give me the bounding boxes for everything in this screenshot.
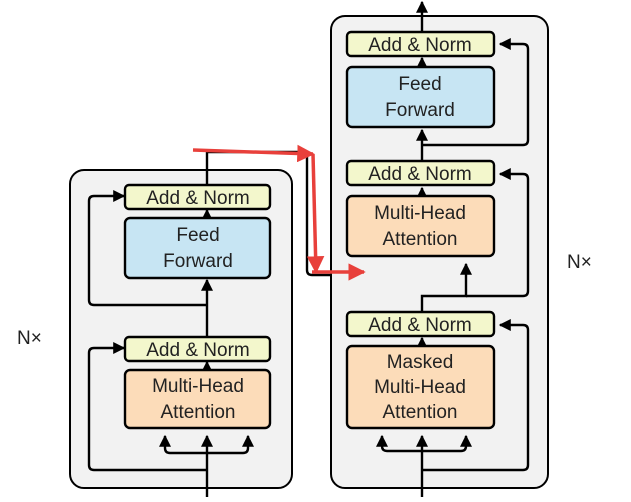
- encoder-add-norm-1-label: Add & Norm: [146, 340, 249, 361]
- decoder-residual-1: [422, 319, 530, 472]
- decoder-masked-line2: Multi-Head: [374, 377, 466, 398]
- encoder-residual-1: [87, 342, 207, 472]
- encoder-residual-2: [87, 190, 207, 307]
- decoder-residual-3: [422, 38, 530, 147]
- decoder-qkv-split: [376, 434, 472, 453]
- decoder-add-norm-1: [345, 310, 496, 338]
- decoder-add-norm-2-label: Add & Norm: [368, 164, 471, 185]
- decoder-add-norm-3-label: Add & Norm: [368, 35, 471, 56]
- decoder-cross-attention-box: [345, 194, 496, 258]
- decoder-cross-line2: Attention: [383, 229, 458, 250]
- decoder-cross-line1: Multi-Head: [374, 203, 466, 224]
- decoder-masked-line3: Attention: [383, 402, 458, 423]
- encoder-add-norm-2: [123, 183, 272, 211]
- highlight-arrow-top: [192, 144, 315, 163]
- encoder-repeat-label: N×: [17, 328, 42, 349]
- decoder-norm-to-cross: [420, 262, 472, 312]
- highlight-arrow-down: [306, 153, 325, 274]
- encoder-qkv-split: [159, 434, 254, 455]
- decoder-repeat-label: N×: [567, 252, 592, 273]
- decoder-add-norm-2: [345, 159, 496, 187]
- decoder-masked-line1: Masked: [387, 352, 454, 373]
- encoder-feed-forward-box: [123, 216, 272, 280]
- decoder-feed-forward-line2: Forward: [385, 100, 455, 121]
- encoder-feed-forward-line2: Forward: [163, 251, 233, 272]
- decoder-masked-attention-box: [345, 344, 496, 430]
- decoder-add-norm-3: [345, 30, 496, 58]
- decoder-add-norm-1-label: Add & Norm: [368, 315, 471, 336]
- encoder-add-norm-1: [123, 335, 272, 363]
- decoder-feed-forward-line1: Feed: [398, 74, 441, 95]
- decoder-feed-forward-box: [345, 65, 496, 129]
- encoder-attention-box: [123, 368, 272, 430]
- encoder-attention-line2: Attention: [161, 402, 236, 423]
- decoder-residual-2: [466, 168, 530, 298]
- encoder-feed-forward-line1: Feed: [176, 225, 219, 246]
- encoder-attention-line1: Multi-Head: [152, 376, 244, 397]
- encoder-add-norm-2-label: Add & Norm: [146, 188, 249, 209]
